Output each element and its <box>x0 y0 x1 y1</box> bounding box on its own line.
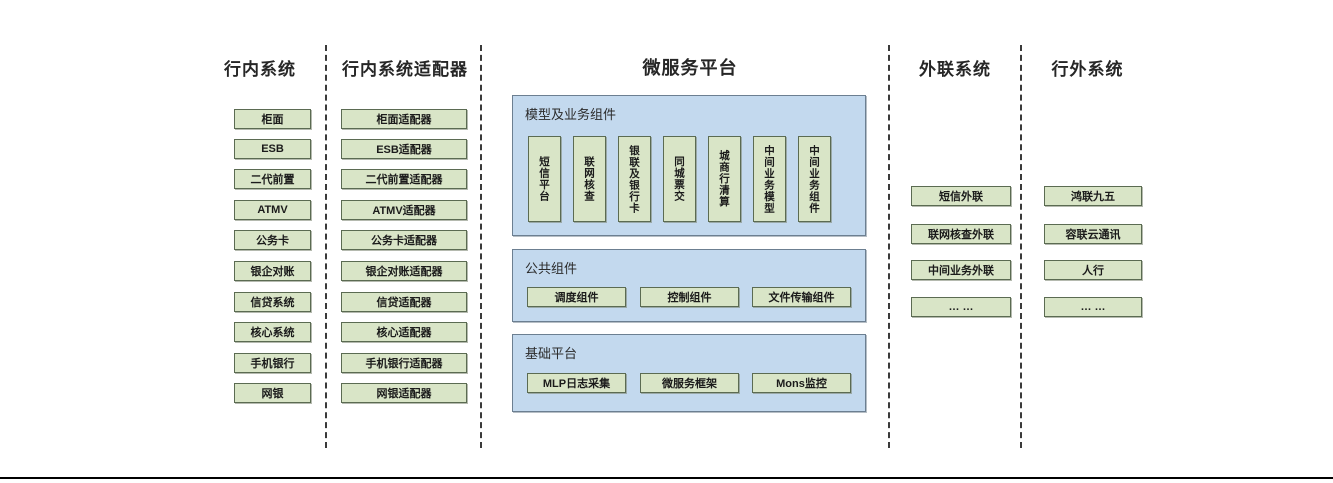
list-item[interactable]: 信贷适配器 <box>341 292 467 312</box>
list-item[interactable]: 文件传输组件 <box>752 287 851 307</box>
column-header-microservice-platform: 微服务平台 <box>642 58 738 78</box>
divider-1 <box>325 45 327 448</box>
list-item[interactable]: 柜面适配器 <box>341 109 467 129</box>
list-item[interactable]: … … <box>911 297 1011 317</box>
list-item[interactable]: 中间业务外联 <box>911 260 1011 280</box>
list-item[interactable]: 手机银行适配器 <box>341 353 467 373</box>
list-item[interactable]: 联网核查 <box>573 136 606 222</box>
list-item[interactable]: 银联及银行卡 <box>618 136 651 222</box>
list-item[interactable]: 短信平台 <box>528 136 561 222</box>
list-item[interactable]: MLP日志采集 <box>527 373 626 393</box>
divider-2 <box>480 45 482 448</box>
list-item[interactable]: 银企对账适配器 <box>341 261 467 281</box>
list-item[interactable]: 同城票交 <box>663 136 696 222</box>
list-item[interactable]: 银企对账 <box>234 261 311 281</box>
divider-4 <box>1020 45 1022 448</box>
list-item[interactable]: 柜面 <box>234 109 311 129</box>
group-label: 模型及业务组件 <box>525 107 617 122</box>
list-item[interactable]: 联网核查外联 <box>911 224 1011 244</box>
list-item[interactable]: 手机银行 <box>234 353 311 373</box>
list-item[interactable]: ATMV适配器 <box>341 200 467 220</box>
list-item[interactable]: 网银适配器 <box>341 383 467 403</box>
list-item[interactable]: 网银 <box>234 383 311 403</box>
column-header-outside-bank-systems: 行外系统 <box>1051 60 1124 79</box>
list-item[interactable]: 核心系统 <box>234 322 311 342</box>
list-item[interactable]: ESB <box>234 139 311 159</box>
list-item[interactable]: 中间业务组件 <box>798 136 831 222</box>
list-item[interactable]: ESB适配器 <box>341 139 467 159</box>
divider-3 <box>888 45 890 448</box>
list-item[interactable]: 二代前置适配器 <box>341 169 467 189</box>
column-header-external-link-systems: 外联系统 <box>919 60 991 79</box>
list-item[interactable]: ATMV <box>234 200 311 220</box>
list-item[interactable]: 中间业务模型 <box>753 136 786 222</box>
list-item[interactable]: 微服务框架 <box>640 373 739 393</box>
group-label: 公共组件 <box>525 261 578 276</box>
list-item[interactable]: … … <box>1044 297 1142 317</box>
list-item[interactable]: 容联云通讯 <box>1044 224 1142 244</box>
list-item[interactable]: 核心适配器 <box>341 322 467 342</box>
list-item[interactable]: 鸿联九五 <box>1044 186 1142 206</box>
list-item[interactable]: Mons监控 <box>752 373 851 393</box>
column-header-in-bank-adapters: 行内系统适配器 <box>342 60 468 79</box>
list-item[interactable]: 公务卡 <box>234 230 311 250</box>
list-item[interactable]: 调度组件 <box>527 287 626 307</box>
list-item[interactable]: 公务卡适配器 <box>341 230 467 250</box>
list-item[interactable]: 控制组件 <box>640 287 739 307</box>
bottom-divider <box>0 477 1333 479</box>
group-label: 基础平台 <box>525 346 578 361</box>
group-public-components: 公共组件 <box>512 249 866 322</box>
list-item[interactable]: 人行 <box>1044 260 1142 280</box>
list-item[interactable]: 二代前置 <box>234 169 311 189</box>
column-header-in-bank-systems: 行内系统 <box>224 60 296 79</box>
list-item[interactable]: 城商行清算 <box>708 136 741 222</box>
list-item[interactable]: 短信外联 <box>911 186 1011 206</box>
list-item[interactable]: 信贷系统 <box>234 292 311 312</box>
